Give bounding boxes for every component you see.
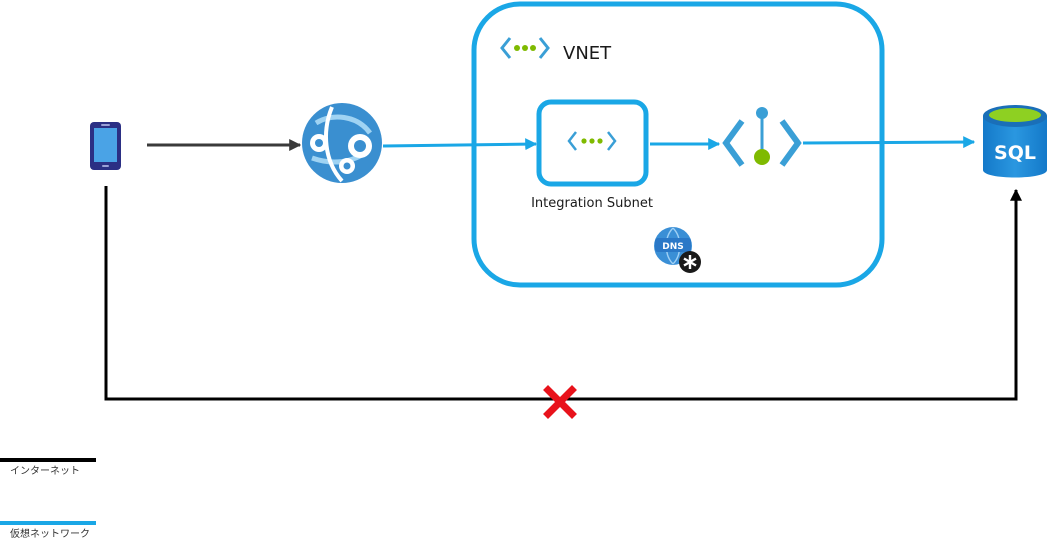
private-dns-zone-icon: DNS	[654, 227, 701, 273]
sql-database-icon: SQL	[983, 105, 1047, 178]
subnet-label: Integration Subnet	[531, 196, 653, 211]
private-endpoint-icon	[722, 107, 802, 167]
blocked-x-icon	[543, 385, 577, 419]
mobile-phone-icon	[90, 122, 121, 170]
integration-subnet: Integration Subnet	[531, 99, 653, 211]
virtual-network-icon	[500, 37, 550, 59]
legend: インターネット 仮想ネットワーク	[0, 458, 96, 540]
subnet-icon	[567, 131, 617, 151]
legend-vnet-label: 仮想ネットワーク	[10, 527, 90, 540]
legend-internet-label: インターネット	[10, 465, 80, 477]
sql-label: SQL	[994, 142, 1036, 164]
endpoint-to-sql-arrow	[802, 136, 976, 149]
dns-label: DNS	[662, 242, 684, 252]
webapp-to-subnet-arrow	[382, 138, 538, 151]
vnet-title: VNET	[563, 43, 612, 64]
app-service-icon	[302, 103, 382, 183]
